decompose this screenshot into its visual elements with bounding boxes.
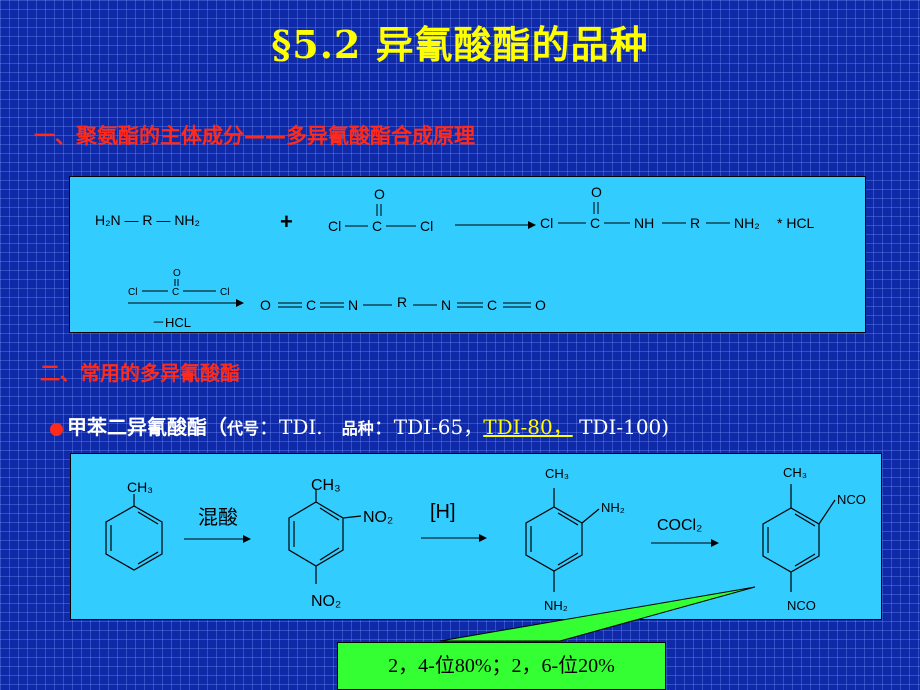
diiso-n-right: N <box>441 297 451 313</box>
product-r: R <box>690 215 700 231</box>
step2-cl-right: Cl <box>220 287 229 298</box>
reaction-panel-tdi: CH₃ 混酸 CH₃ NO₂ NO₂ [H] <box>70 453 882 620</box>
tdi-code-value: ：TDI. <box>259 415 323 439</box>
product-c: C <box>590 215 600 231</box>
product-cl: Cl <box>540 215 553 231</box>
plus-sign: + <box>280 209 293 234</box>
section-heading-2: 二、常用的多异氰酸酯 <box>40 361 240 385</box>
step2-minus-hcl: －HCL <box>152 315 191 330</box>
tdi-variety-label: 品种 <box>341 419 374 438</box>
diaminotoluene-ring <box>525 488 600 592</box>
tdi-nco-ortho: NCO <box>837 492 866 507</box>
arrow3-label: COCl₂ <box>657 517 702 534</box>
product-o: O <box>591 184 602 200</box>
phosgene-cl-left: Cl <box>328 218 341 234</box>
tdi-variety-suffix: TDI-100) <box>579 415 670 439</box>
da-nh2-ortho: NH₂ <box>601 500 625 515</box>
product-hcl: * HCL <box>777 215 815 231</box>
tdi-ring <box>762 484 836 592</box>
tdi-scheme: CH₃ 混酸 CH₃ NO₂ NO₂ [H] <box>105 465 866 613</box>
diiso-r: R <box>397 294 407 310</box>
bullet-dot-icon <box>50 423 63 436</box>
dinitrotoluene-ring <box>288 489 362 584</box>
tdi-nco-para: NCO <box>787 598 816 613</box>
tdi-open-paren: （ <box>207 415 227 439</box>
reaction-panel-synthesis: H₂N — R — NH₂ + O Cl C Cl O Cl C NH R NH… <box>69 176 866 333</box>
diiso-n-left: N <box>348 297 358 313</box>
phosgene-cl-right: Cl <box>420 218 433 234</box>
diiso-o-left: O <box>260 297 271 313</box>
product-nh2: NH₂ <box>734 215 760 231</box>
tdi-ch3: CH₃ <box>783 465 807 480</box>
dn-ch3: CH₃ <box>311 477 341 494</box>
da-nh2-para: NH₂ <box>544 598 568 613</box>
step2-o: O <box>173 268 181 279</box>
tdi-variety-prefix: ：TDI-65， <box>373 415 484 439</box>
section-heading-1: 一、聚氨酯的主体成分——多异氰酸酯合成原理 <box>34 124 475 148</box>
toluene-ring <box>105 494 163 571</box>
phosgene-c: C <box>372 218 382 234</box>
product-nh: NH <box>634 215 654 231</box>
tdi-code-label: 代号 <box>227 419 260 438</box>
step2-c: C <box>172 287 179 298</box>
diiso-c-right: C <box>487 297 497 313</box>
da-ch3: CH₃ <box>545 466 569 481</box>
step2-cl-left: Cl <box>128 287 137 298</box>
phosgene-o: O <box>374 186 385 202</box>
note-callout-pointer <box>439 586 756 642</box>
dn-no2-para: NO₂ <box>311 593 341 610</box>
arrow1-label: 混酸 <box>198 506 238 529</box>
slide-title: §5.2 异氰酸酯的品种 <box>271 22 649 67</box>
synthesis-scheme: H₂N — R — NH₂ + O Cl C Cl O Cl C NH R NH… <box>95 184 815 330</box>
isomer-ratio-note: 2，4-位80%；2，6-位20% <box>337 642 666 690</box>
toluene-ch3: CH₃ <box>127 479 153 495</box>
tdi-variety-highlight: TDI-80， <box>483 415 573 439</box>
diiso-c-left: C <box>306 297 316 313</box>
diamine-formula: H₂N — R — NH₂ <box>95 212 200 228</box>
tdi-bullet: 甲苯二异氰酸酯（代号：TDI. 品种：TDI-65，TDI-80， TDI-10… <box>50 411 669 440</box>
tdi-name: 甲苯二异氰酸酯 <box>67 415 207 439</box>
diiso-o-right: O <box>535 297 546 313</box>
arrow2-label: [H] <box>430 501 456 523</box>
dn-no2-ortho: NO₂ <box>363 509 393 526</box>
